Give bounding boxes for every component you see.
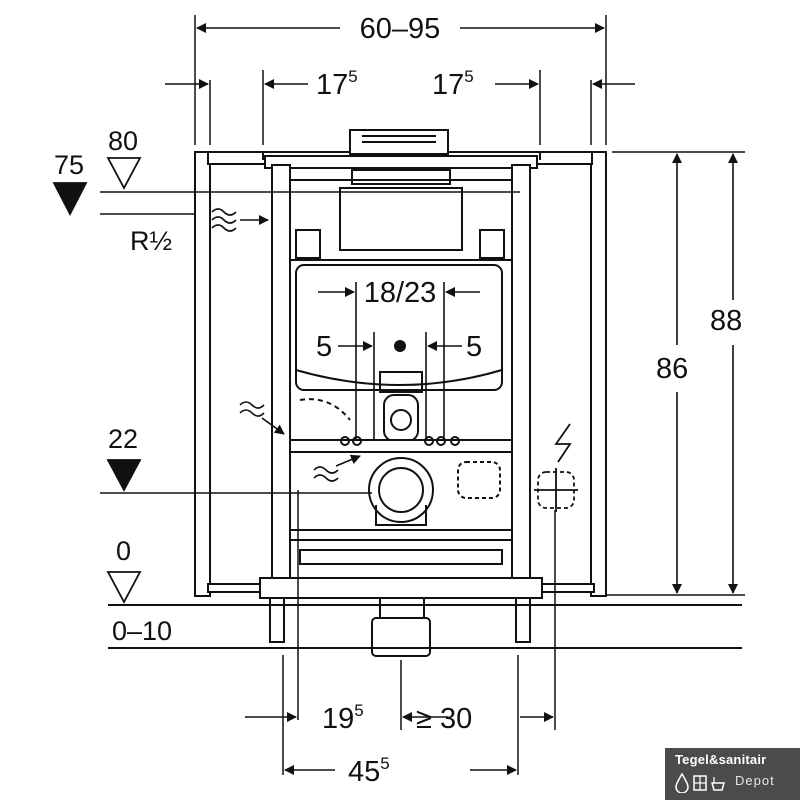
water-inlet-icon xyxy=(211,208,269,232)
floor-lines xyxy=(108,604,742,649)
level-22-label: 22 xyxy=(108,424,138,454)
watermark-line1: Tegel&sanitair xyxy=(675,752,767,767)
min-distance-label: ≥ 30 xyxy=(416,703,472,735)
bath-icon xyxy=(711,777,725,791)
flush-offset-left-label: 5 xyxy=(316,331,332,363)
side-offset-left-label: 175 xyxy=(316,67,358,101)
level-80-label: 80 xyxy=(108,126,138,156)
dimension-lines xyxy=(165,23,738,775)
tile-grid-icon xyxy=(693,775,707,791)
water-drop-icon xyxy=(675,773,689,793)
side-offset-right-label: 175 xyxy=(432,67,474,101)
height-inner-label: 86 xyxy=(656,353,688,385)
frame xyxy=(194,129,607,657)
flush-range-label: 18/23 xyxy=(364,277,437,309)
watermark-line2: Depot xyxy=(735,773,775,788)
water-inlet-icon xyxy=(239,401,285,435)
overall-width-label: 60–95 xyxy=(360,13,441,45)
water-connection-label: R½ xyxy=(130,226,172,256)
flush-offset-right-label: 5 xyxy=(466,331,482,363)
level-triangle-icon xyxy=(52,157,142,604)
level-75-label: 75 xyxy=(54,150,84,180)
foot-width-label: 455 xyxy=(348,754,390,788)
watermark-logo: Tegel&sanitair Depot xyxy=(665,748,800,800)
extension-lines xyxy=(100,15,745,775)
water-inlet-icon xyxy=(313,454,361,482)
floor-range-label: 0–10 xyxy=(112,616,172,646)
drain-offset-label: 195 xyxy=(322,701,364,735)
flush-centre-dot xyxy=(394,340,406,352)
height-outer-label: 88 xyxy=(710,305,742,337)
level-0-label: 0 xyxy=(116,536,131,566)
electrical-power-icon xyxy=(534,423,578,512)
